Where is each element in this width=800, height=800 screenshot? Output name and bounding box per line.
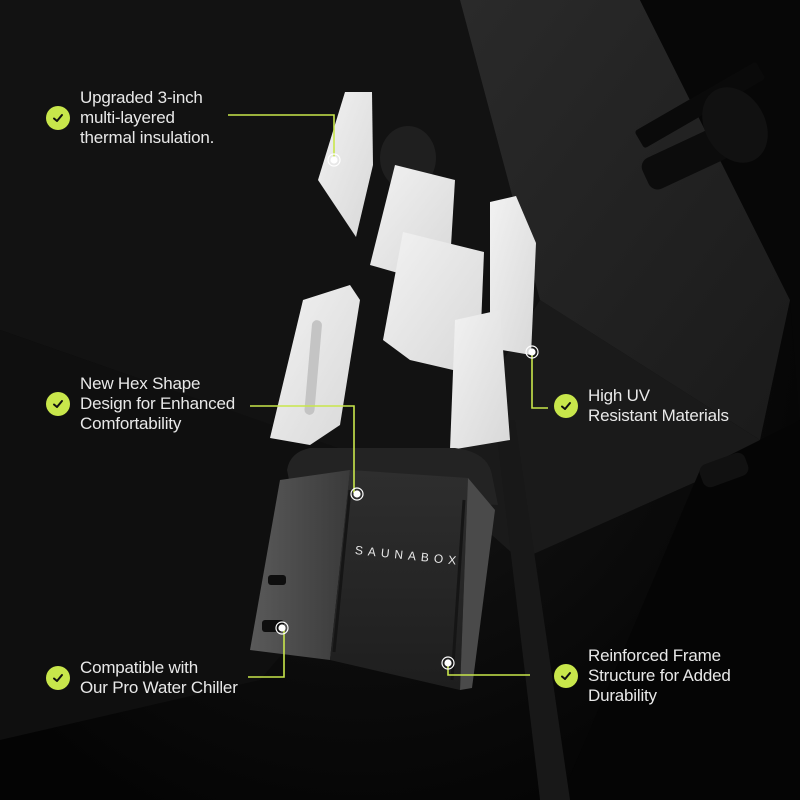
- callout-dot-hex-shape: [350, 487, 364, 501]
- callout-dot-uv-resistant: [525, 345, 539, 359]
- check-circle-icon: [46, 106, 70, 130]
- feature-insulation: Upgraded 3-inch multi-layered thermal in…: [46, 88, 214, 148]
- check-circle-icon: [554, 394, 578, 418]
- feature-hex-shape: New Hex Shape Design for Enhanced Comfor…: [46, 374, 235, 434]
- connector-insulation: [228, 114, 335, 160]
- valve-illustration: [635, 62, 768, 190]
- callout-connectors: [228, 114, 548, 678]
- feature-text: High UV Resistant Materials: [588, 386, 729, 425]
- feature-text: New Hex Shape Design for Enhanced Comfor…: [80, 374, 235, 433]
- connector-reinforced-frame: [447, 665, 530, 676]
- connector-water-chiller: [248, 630, 285, 678]
- feature-water-chiller: Compatible with Our Pro Water Chiller: [46, 658, 238, 698]
- connector-uv-resistant: [531, 352, 548, 409]
- feature-text: Compatible with Our Pro Water Chiller: [80, 658, 238, 697]
- check-circle-icon: [46, 666, 70, 690]
- feature-text: Upgraded 3-inch multi-layered thermal in…: [80, 88, 215, 147]
- callout-dot-water-chiller: [275, 621, 289, 635]
- check-circle-icon: [46, 392, 70, 416]
- callout-dot-insulation: [327, 153, 341, 167]
- callout-dot-reinforced-frame: [441, 656, 455, 670]
- feature-uv-resistant: High UV Resistant Materials: [554, 386, 729, 426]
- feature-reinforced-frame: Reinforced Frame Structure for Added Dur…: [554, 646, 731, 706]
- connector-hex-shape: [250, 405, 355, 493]
- check-circle-icon: [554, 664, 578, 688]
- insulation-panels: [270, 92, 536, 450]
- callout-dots: [275, 153, 539, 670]
- saunabox-unit: [250, 448, 498, 690]
- feature-text: Reinforced Frame Structure for Added Dur…: [588, 646, 731, 705]
